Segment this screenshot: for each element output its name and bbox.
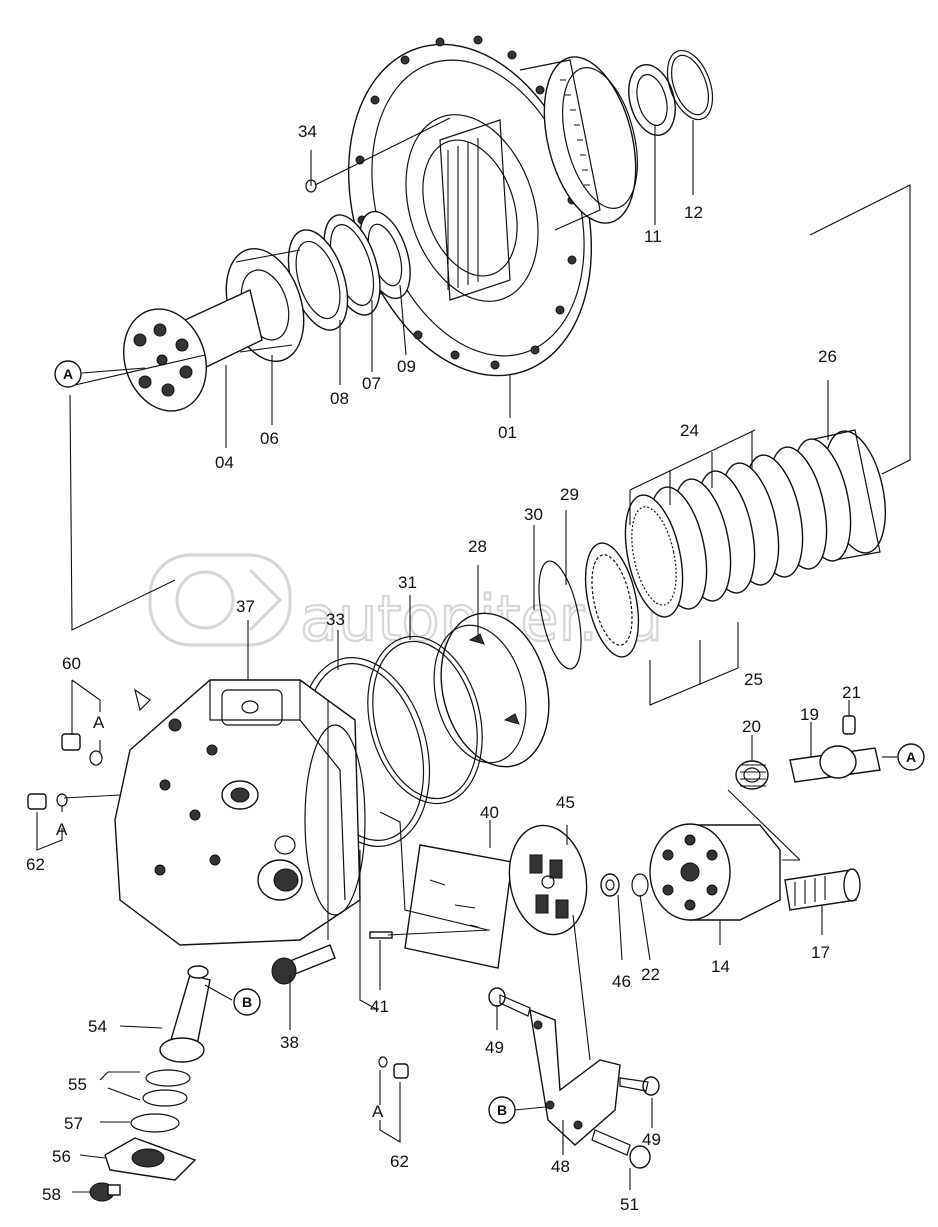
ring-08 bbox=[287, 229, 349, 331]
plug-62-bottom bbox=[378, 1056, 409, 1079]
label-08: 08 bbox=[330, 389, 349, 408]
seal-11 bbox=[628, 64, 676, 136]
plug-62-left bbox=[27, 793, 68, 810]
label-57: 57 bbox=[64, 1114, 83, 1133]
label-37: 37 bbox=[236, 597, 255, 616]
label-07: 07 bbox=[362, 374, 381, 393]
ref-marker-a-upper: A bbox=[54, 360, 82, 388]
bolt-58 bbox=[89, 1182, 121, 1202]
svg-text:A: A bbox=[63, 366, 73, 382]
label-49-top: 49 bbox=[485, 1038, 504, 1057]
label-49-right: 49 bbox=[642, 1130, 661, 1149]
spool-54 bbox=[159, 965, 211, 1063]
seal-31 bbox=[367, 635, 483, 805]
label-04: 04 bbox=[215, 453, 234, 472]
gear-ring bbox=[519, 56, 638, 231]
svg-text:A: A bbox=[906, 749, 916, 765]
bolt-51 bbox=[591, 1129, 651, 1169]
label-60: 60 bbox=[62, 654, 81, 673]
port-fitting bbox=[221, 780, 303, 901]
snap-ring-22 bbox=[631, 873, 649, 897]
label-09: 09 bbox=[397, 357, 416, 376]
label-01: 01 bbox=[498, 423, 517, 442]
label-48: 48 bbox=[551, 1157, 570, 1176]
label-38: 38 bbox=[280, 1033, 299, 1052]
cover-56 bbox=[104, 1137, 197, 1181]
label-41: 41 bbox=[370, 997, 389, 1016]
label-20: 20 bbox=[742, 717, 761, 736]
label-30: 30 bbox=[524, 505, 543, 524]
marker-a-62-bottom: A bbox=[372, 1102, 384, 1121]
label-19: 19 bbox=[800, 705, 819, 724]
valve-plate-40 bbox=[404, 844, 513, 969]
label-17: 17 bbox=[811, 943, 830, 962]
ring-30 bbox=[538, 560, 582, 670]
svg-text:B: B bbox=[497, 1102, 507, 1118]
label-62-bottom: 62 bbox=[390, 1152, 409, 1171]
piston-28 bbox=[433, 612, 550, 768]
snap-ring-12 bbox=[666, 49, 714, 121]
label-55: 55 bbox=[68, 1075, 87, 1094]
label-54: 54 bbox=[88, 1017, 107, 1036]
cylinder-14 bbox=[649, 823, 781, 921]
cylinder-block-45 bbox=[508, 824, 588, 936]
disc-stack-24-25 bbox=[624, 438, 852, 618]
ref-marker-a-right: A bbox=[897, 743, 925, 771]
label-45: 45 bbox=[556, 793, 575, 812]
label-25: 25 bbox=[744, 670, 763, 689]
pin-21 bbox=[842, 715, 856, 735]
plug-60 bbox=[61, 733, 103, 766]
friction-plate-29 bbox=[584, 542, 640, 658]
bolt-49-right bbox=[619, 1076, 660, 1096]
label-14: 14 bbox=[711, 957, 730, 976]
label-12: 12 bbox=[684, 203, 703, 222]
label-26: 26 bbox=[818, 347, 837, 366]
ref-marker-b-left: B bbox=[233, 988, 261, 1016]
label-06: 06 bbox=[260, 429, 279, 448]
label-58: 58 bbox=[42, 1185, 61, 1204]
svg-text:B: B bbox=[242, 994, 252, 1010]
spring-20 bbox=[735, 760, 769, 790]
leader-lines bbox=[36, 117, 911, 1193]
label-46: 46 bbox=[612, 972, 631, 991]
washer-46 bbox=[600, 873, 620, 897]
shims-55 bbox=[142, 1069, 191, 1107]
label-31: 31 bbox=[398, 573, 417, 592]
label-22: 22 bbox=[641, 965, 660, 984]
bolt-49-top bbox=[488, 987, 531, 1017]
label-21: 21 bbox=[842, 683, 861, 702]
label-51: 51 bbox=[620, 1195, 639, 1214]
spool-19 bbox=[789, 745, 881, 783]
label-28: 28 bbox=[468, 537, 487, 556]
marker-a-60: A bbox=[93, 713, 105, 732]
label-56: 56 bbox=[52, 1147, 71, 1166]
motor-block-37 bbox=[114, 679, 366, 946]
ref-marker-b-bottom: B bbox=[488, 1096, 516, 1124]
part-number-labels: 34 04 06 08 07 09 01 11 12 26 24 29 30 2… bbox=[26, 122, 861, 1214]
label-11: 11 bbox=[644, 227, 662, 246]
label-24: 24 bbox=[680, 421, 699, 440]
label-33: 33 bbox=[326, 610, 345, 629]
label-62-left: 62 bbox=[26, 855, 45, 874]
watermark-logo-icon bbox=[148, 553, 292, 647]
shaft-17 bbox=[784, 868, 861, 911]
label-40: 40 bbox=[480, 803, 499, 822]
label-29: 29 bbox=[560, 485, 579, 504]
marker-a-62-left: A bbox=[56, 820, 68, 839]
plain-markers: A A A bbox=[56, 713, 384, 1121]
bracket-48 bbox=[529, 1008, 621, 1146]
oring-57 bbox=[130, 1113, 180, 1133]
shaft-04 bbox=[123, 289, 263, 412]
label-34: 34 bbox=[298, 122, 317, 141]
bolt-38 bbox=[271, 944, 336, 985]
